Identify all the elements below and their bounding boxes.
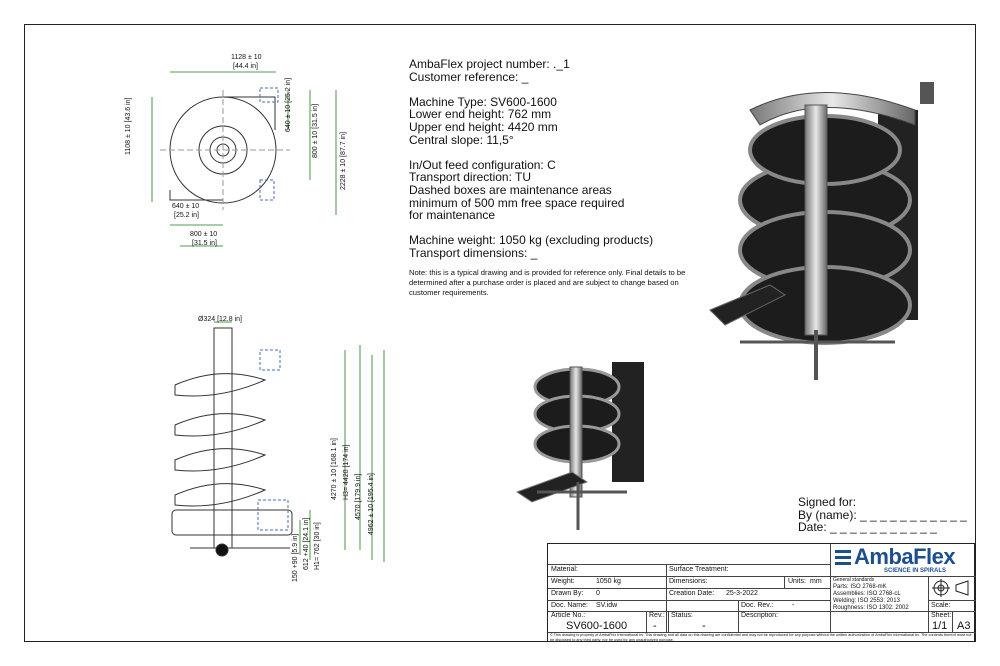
reference-note: Note: this is a typical drawing and is p… bbox=[409, 268, 686, 297]
dim-640-bottom: 640 ± 10 bbox=[172, 203, 200, 210]
machine-type: Machine Type: SV600-1600 bbox=[409, 94, 557, 109]
by-name: By (name): _ _ _ _ _ _ _ _ _ _ _ bbox=[798, 507, 967, 522]
dim-640-right: 640 ± 10 [25.2 in] bbox=[285, 77, 292, 132]
dim-800-bottom: 800 ± 10 bbox=[190, 231, 218, 238]
machine-weight: Machine weight: 1050 kg (excluding produ… bbox=[409, 233, 654, 248]
transport-direction: Transport direction: TU bbox=[409, 170, 532, 185]
surface-label: Surface Treatment: bbox=[669, 566, 729, 573]
creation-label: Creation Date: bbox=[669, 590, 715, 597]
dim-h3: H3= 4420 [174 in] bbox=[343, 444, 350, 500]
dim-2228: 2228 ± 10 [87.7 in] bbox=[340, 132, 347, 190]
description-label: Description: bbox=[741, 612, 778, 619]
dim-4270: 4270 ± 10 [168.1 in] bbox=[331, 438, 338, 500]
signed-for: Signed for: bbox=[798, 495, 857, 509]
dim-h1: H1= 762 [30 in] bbox=[314, 522, 321, 570]
weight-label: Weight: bbox=[551, 578, 575, 585]
ambaflex-logo-icon bbox=[835, 550, 851, 565]
article-value: SV600-1600 bbox=[566, 620, 628, 632]
creation-value: 25-3-2022 bbox=[726, 590, 758, 597]
projection-symbol-icon bbox=[932, 579, 969, 597]
customer-reference: Customer reference: _ bbox=[409, 69, 529, 84]
std-assemblies: Assemblies: ISO 2768-cL bbox=[833, 591, 901, 597]
weight-value: 1050 kg bbox=[596, 578, 621, 585]
feed-configuration: In/Out feed configuration: C bbox=[409, 157, 556, 172]
material-label: Material: bbox=[551, 566, 578, 573]
dim-diameter: Ø324 [12.8 in] bbox=[198, 316, 242, 323]
maintenance-line-1: Dashed boxes are maintenance areas bbox=[409, 182, 612, 197]
maintenance-line-2: minimum of 500 mm free space required bbox=[409, 195, 625, 210]
isometric-view-small bbox=[515, 362, 644, 530]
drawn-label: Drawn By: bbox=[551, 590, 584, 597]
title-block: AmbaFlex SCIENCE IN SPIRALS Material: Su… bbox=[547, 543, 976, 642]
status-label: Status: bbox=[671, 612, 693, 619]
sheet-label: Sheet: bbox=[931, 612, 952, 619]
rev-value: - bbox=[653, 620, 657, 632]
dim-height: 1108 ± 10 [43.6 in] bbox=[125, 97, 132, 155]
dim-150: 150 +90 [5.9 in] bbox=[292, 533, 299, 582]
isometric-view-large bbox=[709, 82, 934, 380]
docname-label: Doc. Name: bbox=[551, 602, 588, 609]
dim-800-bottom-in: [31.5 in] bbox=[192, 240, 217, 247]
units-value: mm bbox=[810, 578, 822, 585]
status-value: - bbox=[702, 620, 706, 632]
signoff-block: Signed for: By (name): _ _ _ _ _ _ _ _ _… bbox=[798, 496, 967, 534]
dim-612: 612 +40 [24.1 in] bbox=[303, 517, 310, 570]
sheet-value: 1/1 bbox=[932, 620, 948, 632]
dim-640-bottom-in: [25.2 in] bbox=[174, 212, 199, 219]
central-slope: Central slope: 11,5° bbox=[409, 132, 514, 147]
units-label: Units: bbox=[788, 578, 806, 585]
lower-end-height: Lower end height: 762 mm bbox=[409, 107, 552, 122]
transport-dimensions: Transport dimensions: _ bbox=[409, 245, 538, 260]
size-value: A3 bbox=[957, 620, 971, 632]
dimensions-label: Dimensions: bbox=[669, 578, 708, 585]
copyright-footer: © This drawing is property of AmbaFlex I… bbox=[550, 633, 972, 642]
dim-width-in: [44.4 in] bbox=[233, 63, 258, 70]
logo-tagline: SCIENCE IN SPIRALS bbox=[884, 568, 947, 574]
top-view-drawing bbox=[151, 71, 337, 247]
article-label: Article No.: bbox=[551, 612, 586, 619]
std-roughness: Roughness: ISO 1302: 2002 bbox=[833, 605, 909, 611]
side-view-drawing bbox=[171, 321, 385, 562]
project-number: AmbaFlex project number: ._1 bbox=[409, 57, 570, 71]
spec-text-block: AmbaFlex project number: ._1 Customer re… bbox=[409, 58, 653, 260]
dim-800-right: 800 ± 10 [31.5 in] bbox=[312, 103, 319, 158]
maintenance-line-3: for maintenance bbox=[409, 208, 496, 223]
upper-end-height: Upper end height: 4420 mm bbox=[409, 119, 558, 134]
logo-text: AmbaFlex bbox=[854, 544, 956, 569]
drawn-value: 0 bbox=[596, 590, 600, 597]
standards-title: General standards bbox=[833, 577, 875, 583]
std-welding: Welding: ISO 2553: 2013 bbox=[833, 598, 900, 604]
drawing-sheet-border bbox=[24, 24, 976, 642]
dim-4962: 4962 ± 10 [195.4 in] bbox=[368, 473, 375, 535]
sign-date: Date: _ _ _ _ _ _ _ _ _ _ _ bbox=[798, 520, 937, 535]
rev-label: Rev.: bbox=[649, 612, 665, 619]
scale-label: Scale: bbox=[931, 602, 951, 609]
dim-width: 1128 ± 10 bbox=[231, 54, 262, 61]
dim-4570: 4570 [179.9 in] bbox=[355, 473, 362, 520]
docrev-label: Doc. Rev.: bbox=[741, 602, 774, 609]
docrev-value: - bbox=[792, 602, 795, 609]
docname-value: SV.idw bbox=[596, 602, 618, 609]
std-parts: Parts: ISO 2768-mK bbox=[833, 584, 887, 590]
